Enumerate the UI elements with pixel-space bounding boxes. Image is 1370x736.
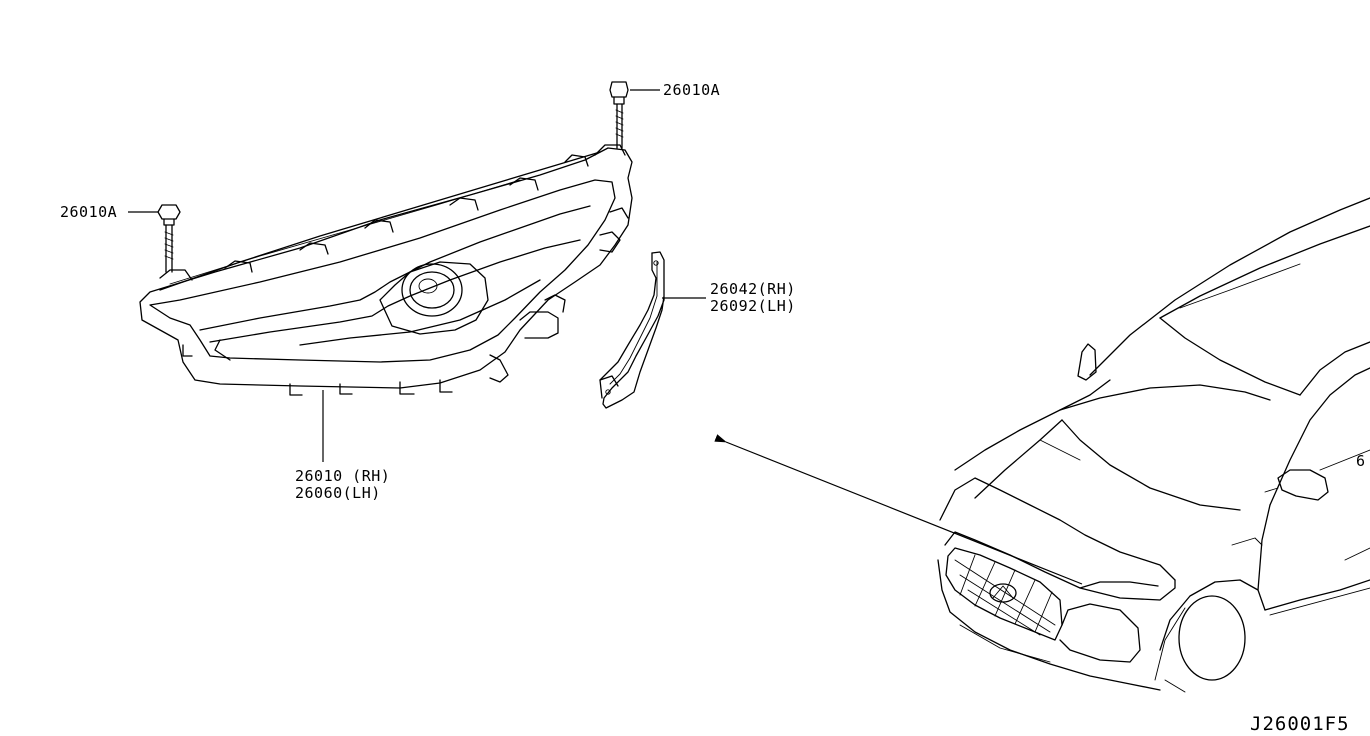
bolt-left-icon — [157, 204, 181, 273]
bracket-label-rh: 26042(RH) — [710, 280, 796, 298]
vehicle-icon — [937, 197, 1370, 693]
headlamp-label-lh: 26060(LH) — [295, 484, 381, 502]
bolt-upper-label: 26010A — [663, 81, 720, 99]
location-arrow — [714, 434, 1083, 585]
vehicle-partial-label: 6 — [1356, 452, 1366, 470]
headlamp-assembly-icon — [139, 144, 633, 396]
bolt-upper-icon — [609, 81, 629, 149]
bracket-icon — [599, 251, 665, 409]
headlamp-label-rh: 26010 (RH) — [295, 467, 390, 485]
drawing-id: J26001F5 — [1250, 713, 1350, 735]
bolt-left-label: 26010A — [60, 203, 117, 221]
bracket-label-lh: 26092(LH) — [710, 297, 796, 315]
